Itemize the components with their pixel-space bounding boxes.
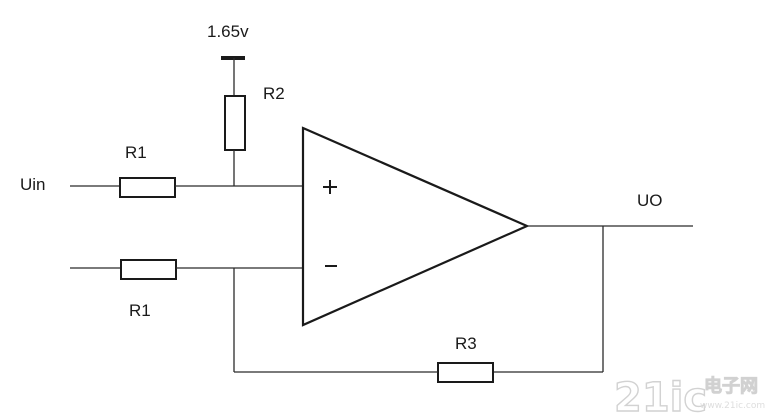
watermark-logo: 21ic 电子网 www.21ic.com — [613, 374, 765, 419]
r1-top-label: R1 — [125, 143, 147, 162]
output-label: UO — [637, 191, 663, 210]
watermark-number: 21ic — [614, 375, 707, 419]
resistor-r1-top — [119, 177, 176, 198]
watermark-brand-text: 电子网 — [704, 375, 758, 397]
watermark-url: www.21ic.com — [700, 401, 765, 411]
resistor-r3 — [437, 362, 494, 383]
r2-label: R2 — [263, 84, 285, 103]
resistor-r1-bottom — [120, 259, 177, 280]
resistor-r2 — [224, 95, 246, 151]
input-label: Uin — [20, 175, 46, 194]
supply-voltage-label: 1.65v — [207, 22, 249, 41]
r3-label: R3 — [455, 334, 477, 353]
op-amp — [301, 126, 530, 327]
r1-bottom-label: R1 — [129, 301, 151, 320]
